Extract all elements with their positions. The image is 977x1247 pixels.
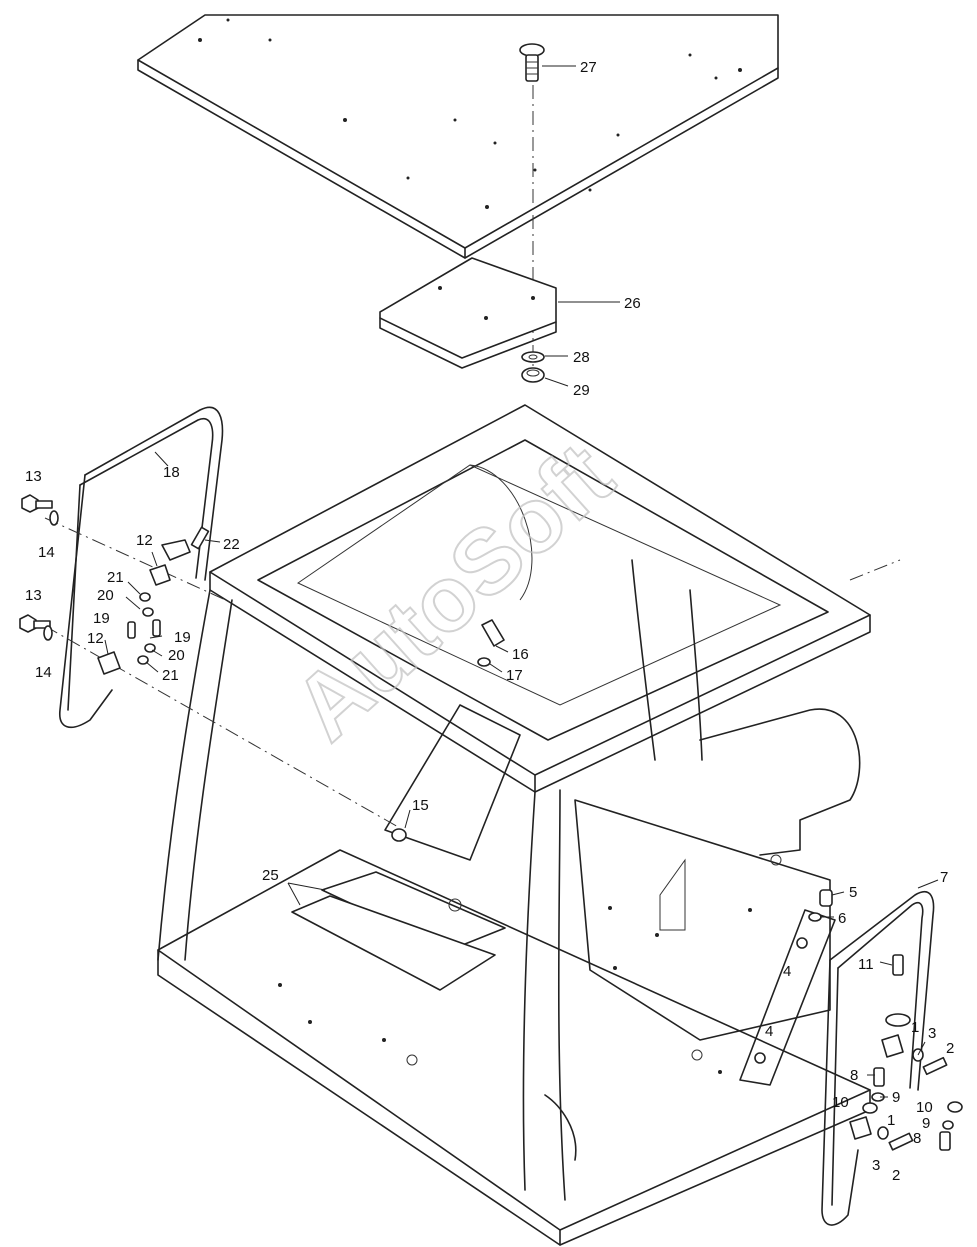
callout-20-lower: 20 <box>168 647 185 664</box>
bolt-22 <box>190 526 210 550</box>
clamp-1-upper <box>881 1034 904 1058</box>
callout-12-lower: 12 <box>87 630 104 647</box>
bolt-2-lower <box>888 1132 914 1151</box>
callout-17: 17 <box>506 667 523 684</box>
nut-15 <box>391 828 407 842</box>
callout-11: 11 <box>858 956 874 973</box>
pin-16 <box>481 619 505 647</box>
bolt-8-lower <box>939 1131 951 1151</box>
callout-26: 26 <box>624 295 641 312</box>
mount-pad-26 <box>379 257 557 369</box>
washer-3-lower <box>877 1126 889 1140</box>
callout-21-lower: 21 <box>162 667 179 684</box>
callout-8-lower: 8 <box>913 1130 921 1147</box>
bolt-8-upper <box>873 1067 885 1087</box>
callout-14-upper: 14 <box>38 544 55 561</box>
callout-27: 27 <box>580 59 597 76</box>
callout-7: 7 <box>940 869 948 886</box>
callout-2-upper: 2 <box>946 1040 954 1057</box>
washer-10-left <box>862 1102 878 1114</box>
washer-14-upper <box>49 510 59 526</box>
callout-18: 18 <box>163 464 180 481</box>
left-axis-lower <box>44 625 401 829</box>
callout-3-lower: 3 <box>872 1157 880 1174</box>
grab-handle-7 <box>821 891 935 1226</box>
roof-panel <box>137 14 779 259</box>
callout-1-lower: 1 <box>887 1112 895 1129</box>
washer-28 <box>521 351 545 363</box>
o-ring-17 <box>477 657 491 667</box>
callout-12-upper: 12 <box>136 532 153 549</box>
bolt-11 <box>885 954 911 1027</box>
bolt-27 <box>519 43 545 82</box>
cab-frame <box>157 404 871 1246</box>
callout-8-upper: 8 <box>850 1067 858 1084</box>
bolt-13-lower <box>19 614 51 633</box>
nut-29 <box>521 367 545 383</box>
callout-3-upper: 3 <box>928 1025 936 1042</box>
callout-22: 22 <box>223 536 240 553</box>
pin-5 <box>819 889 833 907</box>
callout-1-upper: 1 <box>911 1019 919 1036</box>
clamp-12-upper <box>149 564 171 586</box>
washer-9-lower <box>942 1120 954 1130</box>
washer-6 <box>808 912 822 922</box>
callout-13-upper: 13 <box>25 468 42 485</box>
floor-mat-lower <box>291 895 496 991</box>
callout-19-left: 19 <box>93 610 110 627</box>
callout-14-lower: 14 <box>35 664 52 681</box>
callout-25: 25 <box>262 867 279 884</box>
callout-28: 28 <box>573 349 590 366</box>
callout-10-right: 10 <box>916 1099 933 1116</box>
bolt-13-upper <box>21 494 53 513</box>
callout-15: 15 <box>412 797 429 814</box>
callout-16: 16 <box>512 646 529 663</box>
nut-4-lower <box>754 1052 766 1064</box>
leader-lines <box>104 65 939 1098</box>
callout-20-upper: 20 <box>97 587 114 604</box>
right-axis-upper <box>849 559 901 581</box>
callout-13-lower: 13 <box>25 587 42 604</box>
small-parts-19-20-21 <box>127 592 161 665</box>
clamp-12-lower <box>97 651 121 675</box>
callout-10-left: 10 <box>832 1094 849 1111</box>
callout-2-lower: 2 <box>892 1167 900 1184</box>
callout-19-right: 19 <box>174 629 191 646</box>
callout-9-lower: 9 <box>922 1115 930 1132</box>
washer-14-lower <box>43 625 53 641</box>
callout-5: 5 <box>849 884 857 901</box>
callout-29: 29 <box>573 382 590 399</box>
callout-4-lower: 4 <box>765 1023 773 1040</box>
grab-handle-18 <box>59 406 224 729</box>
bolt-2-upper <box>922 1056 948 1076</box>
left-axis-upper <box>44 517 231 603</box>
callout-4-upper: 4 <box>783 963 791 980</box>
callout-21-upper: 21 <box>107 569 124 586</box>
nut-4-upper <box>796 937 808 949</box>
callouts: 27 26 28 29 18 13 14 12 22 21 20 13 19 1… <box>25 59 954 1184</box>
callout-9-upper: 9 <box>892 1089 900 1106</box>
clamp-1-lower <box>849 1116 872 1140</box>
callout-6: 6 <box>838 910 846 927</box>
washer-10-right <box>947 1101 963 1113</box>
